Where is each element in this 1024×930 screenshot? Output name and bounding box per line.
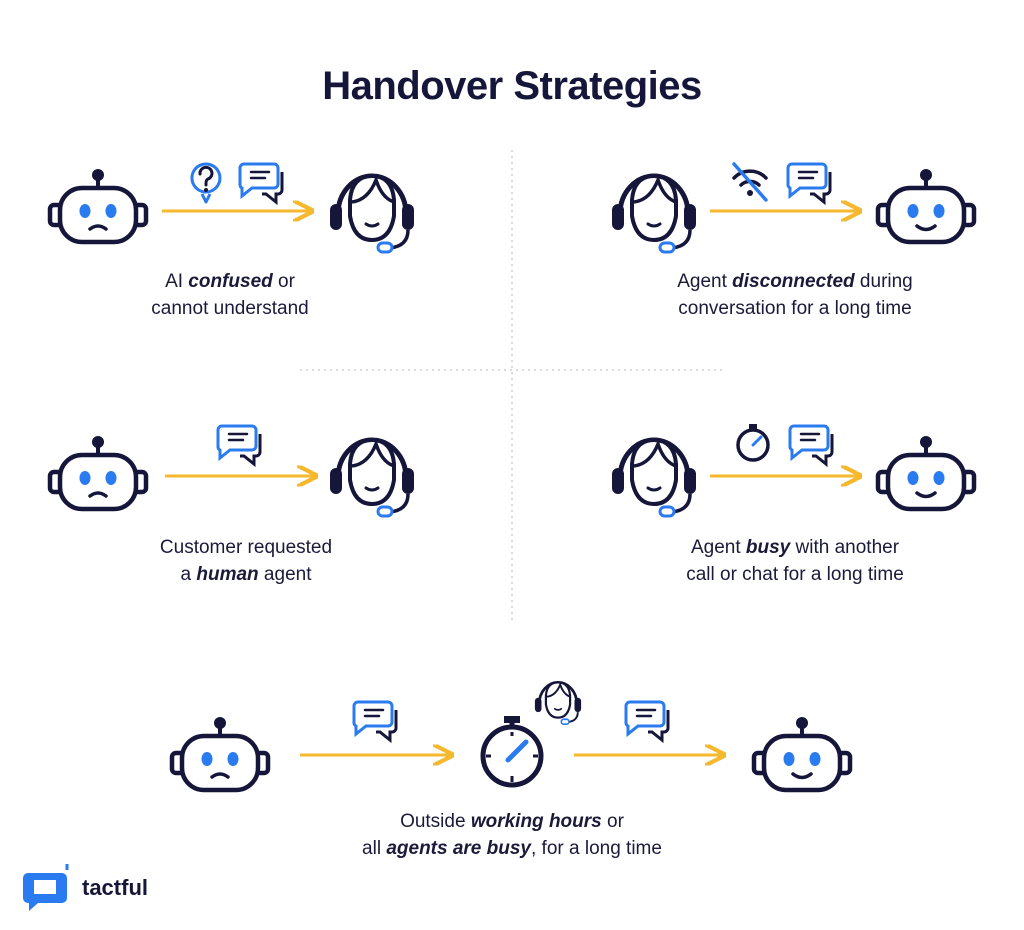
strategy-5 <box>172 681 850 790</box>
caption-strategy-4: Agent busy with another call or chat for… <box>686 537 904 585</box>
strategy-3 <box>50 424 414 516</box>
chat-icon <box>216 424 262 466</box>
robot-happy-icon <box>878 436 974 509</box>
question-bubble-icon <box>190 162 222 204</box>
chat-icon <box>786 162 832 204</box>
stopwatch-icon <box>483 716 541 785</box>
agent-small-icon <box>533 681 583 726</box>
robot-sad-icon <box>50 169 146 242</box>
robot-sad-icon <box>50 436 146 509</box>
chat-icon <box>788 424 834 466</box>
caption-strategy-1: AI confused or cannot understand <box>151 271 309 319</box>
tactful-logo-icon <box>23 864 69 911</box>
stopwatch-icon <box>736 422 770 462</box>
chat-icon <box>238 162 284 204</box>
robot-happy-icon <box>754 717 850 790</box>
agent-icon <box>612 176 696 252</box>
caption-strategy-3: Customer requested a human agent <box>159 537 333 585</box>
brand-name: tactful <box>82 875 148 900</box>
strategy-2 <box>612 162 974 252</box>
robot-happy-icon <box>878 169 974 242</box>
agent-icon <box>612 440 696 516</box>
strategy-1 <box>50 162 414 252</box>
caption-strategy-5: Outside working hours or all agents are … <box>362 811 662 859</box>
no-wifi-icon <box>732 162 768 202</box>
page-title: Handover Strategies <box>322 64 702 108</box>
agent-icon <box>330 176 414 252</box>
chat-icon <box>624 700 670 742</box>
robot-sad-icon <box>172 717 268 790</box>
agent-icon <box>330 440 414 516</box>
strategy-4 <box>612 422 974 516</box>
chat-icon <box>352 700 398 742</box>
caption-strategy-2: Agent disconnected during conversation f… <box>677 271 913 319</box>
